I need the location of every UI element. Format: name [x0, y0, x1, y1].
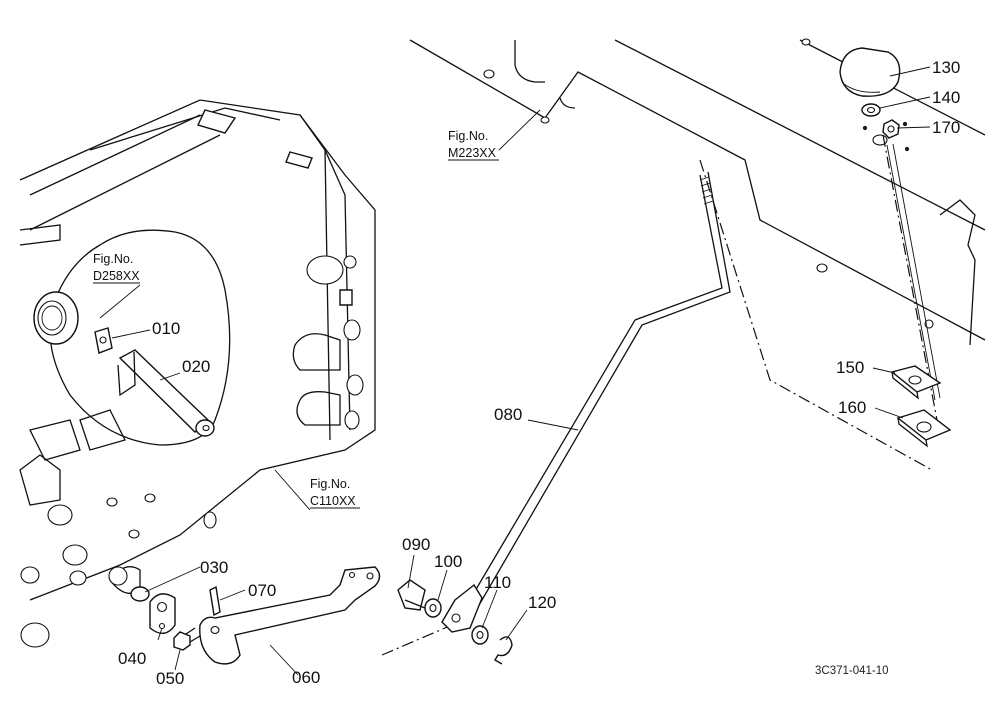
callout-160: 160 [838, 398, 866, 417]
knob-130 [839, 47, 901, 97]
callout-010: 010 [152, 319, 180, 338]
ref-m223-label: Fig.No. [448, 129, 488, 143]
ref-d258-code: D258XX [93, 269, 140, 283]
plate-150 [890, 365, 942, 400]
callout-150: 150 [836, 358, 864, 377]
callout-050: 050 [156, 669, 184, 688]
lever-060 [199, 566, 381, 665]
nut-170 [882, 119, 900, 139]
part-010 [94, 327, 113, 354]
callout-070: 070 [248, 581, 276, 600]
callout-100: 100 [434, 552, 462, 571]
bolt-050 [173, 627, 201, 651]
shaft-020 [117, 349, 215, 437]
knob-shaft [886, 143, 941, 401]
clip-120 [494, 636, 513, 665]
callout-170: 170 [932, 118, 960, 137]
callout-060: 060 [292, 668, 320, 687]
rod-080 [441, 171, 731, 633]
seal-ring [33, 291, 79, 345]
leader-lines [93, 66, 931, 676]
callout-040: 040 [118, 649, 146, 668]
callout-030: 030 [200, 558, 228, 577]
oring-030 [130, 586, 150, 602]
callout-140: 140 [932, 88, 960, 107]
transmission-housing [19, 99, 376, 648]
gasket-040 [149, 593, 176, 634]
callout-090: 090 [402, 535, 430, 554]
guide-line-rod-lower [381, 624, 453, 656]
ref-m223-code: M223XX [448, 146, 497, 160]
callout-130: 130 [932, 58, 960, 77]
frame-panel [409, 38, 986, 346]
guide-line-rod [699, 159, 933, 471]
ref-d258-label: Fig.No. [93, 252, 133, 266]
callout-120: 120 [528, 593, 556, 612]
guide-line-knob [882, 134, 938, 421]
ref-c110-code: C110XX [310, 494, 356, 508]
ref-c110-label: Fig.No. [310, 477, 350, 491]
callout-020: 020 [182, 357, 210, 376]
drawing-code: 3C371-041-10 [815, 665, 889, 677]
detail-inset [33, 229, 231, 446]
callout-110: 110 [484, 573, 511, 592]
callout-080: 080 [494, 405, 522, 424]
plate-160 [896, 409, 952, 448]
pin-070 [209, 585, 221, 617]
